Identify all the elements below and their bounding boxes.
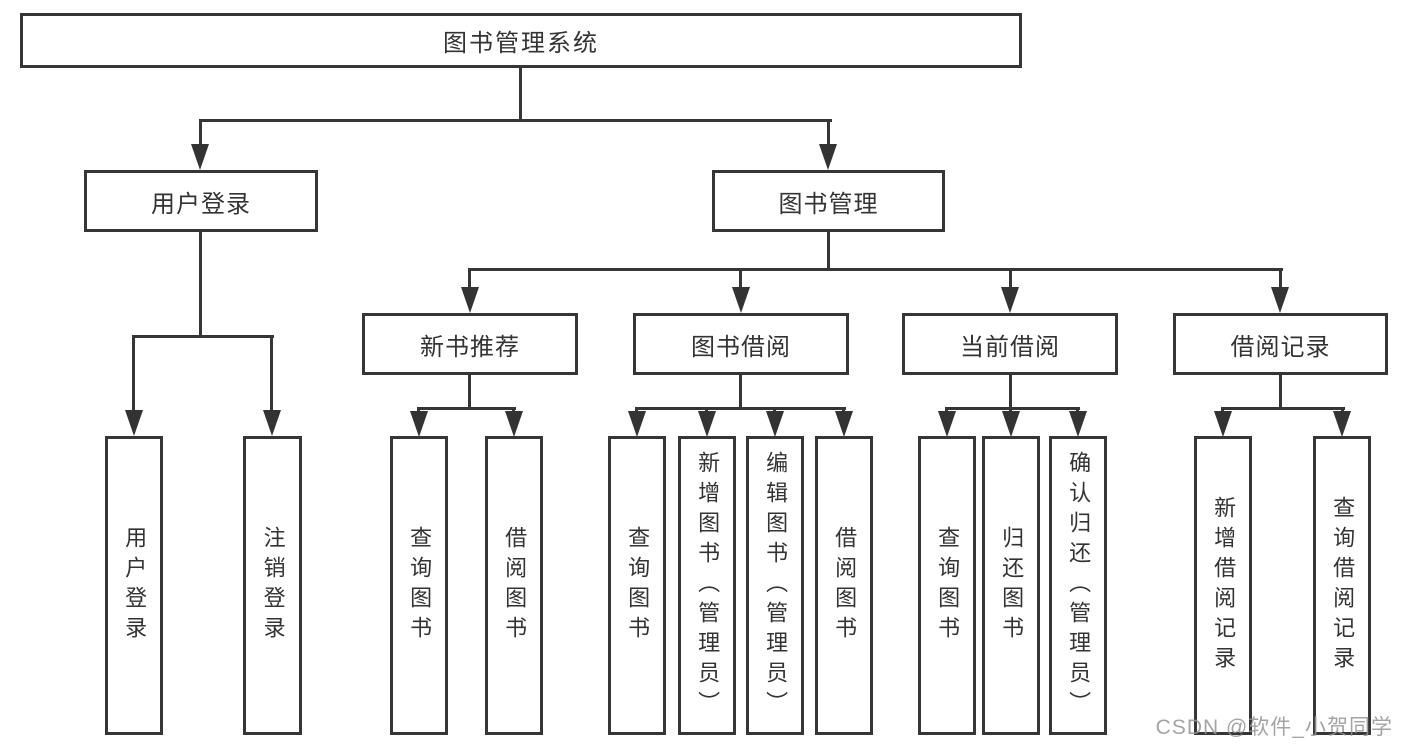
arrow-down-icon (766, 411, 784, 437)
leaf-edit-book-admin: 编辑图书（管理员） (746, 436, 804, 735)
connector-line (417, 407, 516, 410)
connector-line (945, 407, 1080, 410)
arrow-down-icon (263, 410, 281, 436)
arrow-down-icon (1333, 411, 1351, 437)
leaf-label: 查询图书 (407, 525, 433, 646)
connector-line (1009, 268, 1012, 294)
leaf-label: 新增图书（管理员） (695, 450, 721, 721)
arrow-down-icon (191, 144, 209, 170)
arrow-down-icon (1271, 287, 1289, 313)
connector-line (199, 232, 202, 337)
leaf-logout: 注销登录 (243, 436, 302, 735)
connector-line (199, 119, 202, 151)
arrow-down-icon (410, 411, 428, 437)
connector-line (468, 268, 471, 294)
leaf-query-books-borrow: 查询图书 (608, 436, 666, 735)
connector-line (1009, 375, 1012, 409)
leaf-label: 确认归还（管理员） (1066, 450, 1092, 721)
connector-line (199, 119, 832, 122)
connector-line (468, 268, 1283, 271)
arrow-down-icon (1214, 411, 1232, 437)
leaf-return-book: 归还图书 (982, 436, 1040, 735)
connector-line (519, 67, 522, 121)
connector-line (270, 335, 273, 415)
node-new-book-recommend: 新书推荐 (362, 313, 578, 375)
leaf-confirm-return-admin: 确认归还（管理员） (1049, 436, 1107, 735)
arrow-down-icon (628, 411, 646, 437)
node-current-borrow: 当前借阅 (902, 313, 1118, 375)
connector-line (635, 407, 846, 410)
arrow-down-icon (505, 411, 523, 437)
arrow-down-icon (1001, 287, 1019, 313)
leaf-label: 新增借阅记录 (1211, 495, 1237, 676)
arrow-down-icon (461, 287, 479, 313)
leaf-label: 注销登录 (260, 525, 286, 646)
arrow-down-icon (938, 411, 956, 437)
connector-line (739, 268, 742, 294)
leaf-borrow-books: 借阅图书 (815, 436, 873, 735)
connector-line (133, 335, 274, 338)
connector-line (1221, 407, 1345, 410)
leaf-label: 归还图书 (999, 525, 1025, 646)
node-book-management: 图书管理 (712, 170, 945, 232)
leaf-label: 查询图书 (625, 525, 651, 646)
arrow-down-icon (698, 411, 716, 437)
arrow-down-icon (819, 144, 837, 170)
leaf-label: 用户登录 (122, 525, 148, 646)
leaf-add-book-admin: 新增图书（管理员） (678, 436, 736, 735)
connector-line (468, 375, 471, 409)
leaf-add-borrow-record: 新增借阅记录 (1194, 436, 1252, 735)
connector-line (827, 119, 830, 151)
leaf-label: 借阅图书 (832, 525, 858, 646)
leaf-label: 查询借阅记录 (1330, 495, 1356, 676)
connector-line (1279, 268, 1282, 294)
leaf-label: 借阅图书 (502, 525, 528, 646)
leaf-label: 查询图书 (935, 525, 961, 646)
node-borrow-records: 借阅记录 (1173, 313, 1388, 375)
leaf-query-borrow-record: 查询借阅记录 (1313, 436, 1371, 735)
node-root: 图书管理系统 (20, 13, 1022, 68)
arrow-down-icon (1069, 411, 1087, 437)
leaf-borrow-books-recommend: 借阅图书 (485, 436, 543, 735)
arrow-down-icon (1002, 411, 1020, 437)
node-user-login: 用户登录 (84, 170, 318, 232)
leaf-label: 编辑图书（管理员） (763, 450, 789, 721)
arrow-down-icon (835, 411, 853, 437)
leaf-query-books-recommend: 查询图书 (390, 436, 448, 735)
connector-line (132, 335, 135, 415)
leaf-query-books-current: 查询图书 (918, 436, 976, 735)
arrow-down-icon (125, 410, 143, 436)
connector-line (739, 375, 742, 409)
connector-line (827, 232, 830, 270)
connector-line (1279, 375, 1282, 409)
node-book-borrow: 图书借阅 (633, 313, 849, 375)
leaf-user-login: 用户登录 (105, 436, 163, 735)
arrow-down-icon (732, 287, 750, 313)
watermark: CSDN @软件_小贺同学 (1155, 716, 1393, 739)
